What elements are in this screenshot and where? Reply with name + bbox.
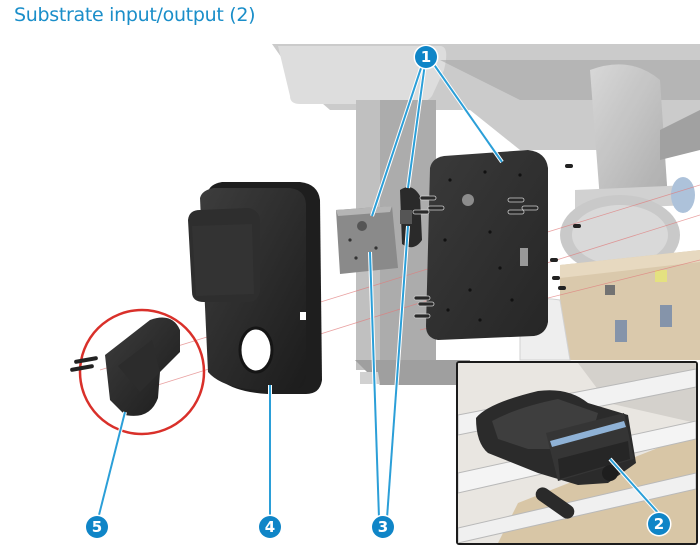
callout-5: 5 [86,516,108,538]
part-4-illustration [188,182,322,394]
part-5-highlight-circle [78,308,206,436]
callout-4: 4 [259,516,281,538]
part-5-illustration [70,317,180,416]
callout-3: 3 [372,516,394,538]
part-1-illustration [412,150,581,340]
page-title: Substrate input/output (2) [14,4,256,26]
callout-1: 1 [415,46,437,68]
part-3-illustration [336,187,422,274]
printer-body-background [272,44,700,385]
callout-2: 2 [648,513,670,535]
